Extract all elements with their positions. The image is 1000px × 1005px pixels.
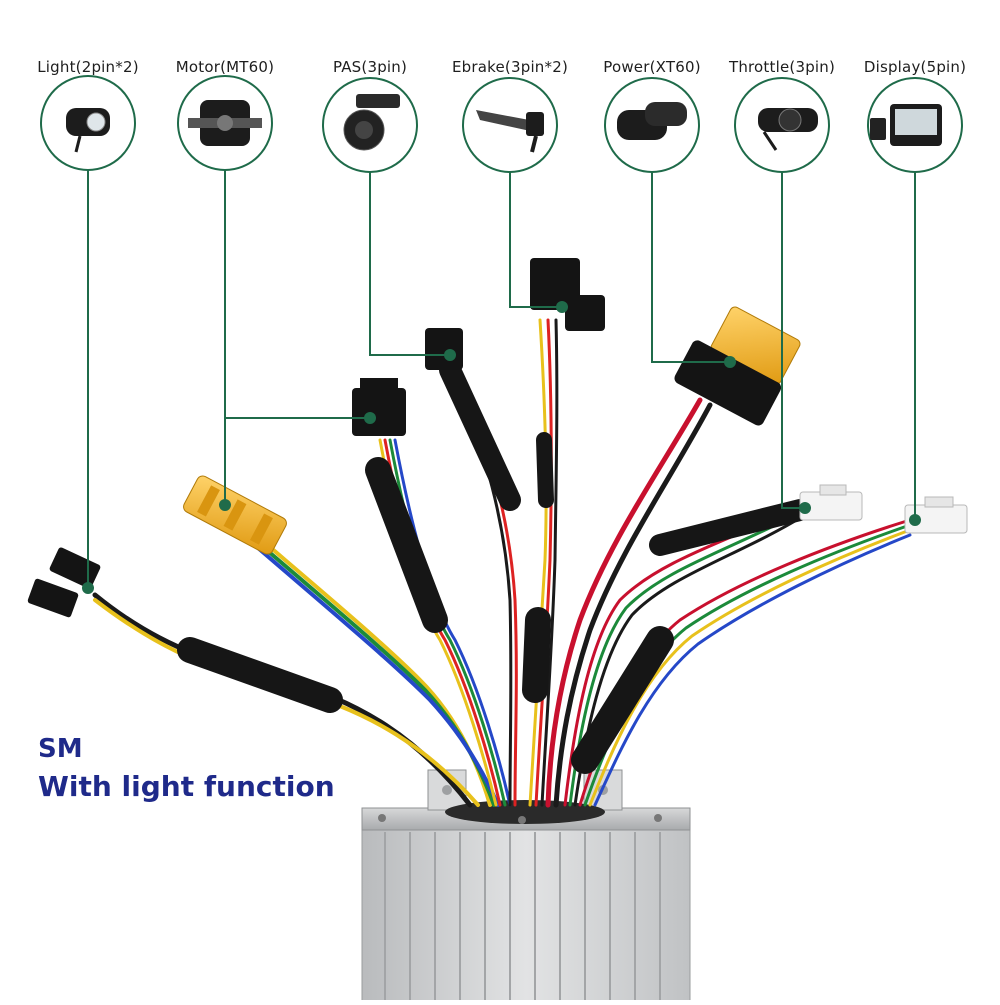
leader-dots [82,301,921,594]
brake-lever-icon [476,110,544,153]
throttle-connector [799,484,863,521]
heat-shrink-sleeves [177,359,811,774]
label-throttle: Throttle(3pin) [728,58,836,76]
label-display: Display(5pin) [863,58,967,76]
pas-connector [425,328,463,370]
wire-harness [92,318,912,808]
hub-motor-icon [188,100,262,146]
label-pas: PAS(3pin) [332,58,408,76]
label-power: Power(XT60) [603,58,701,76]
ebrake-connector [530,258,605,331]
label-ebrake: Ebrake(3pin*2) [451,58,569,76]
thumb-throttle-icon [758,108,818,151]
pas-sensor-icon [343,94,400,151]
lcd-display-icon [870,104,942,146]
controller-box [361,769,691,1005]
caption-model: SM [38,734,83,764]
light-connector [27,547,101,618]
battery-icon [617,102,687,140]
label-motor: Motor(MT60) [175,58,275,76]
headlight-icon [66,108,110,153]
leader-lines [87,170,916,588]
label-light: Light(2pin*2) [37,58,139,76]
display-connector [904,496,968,534]
caption-function: With light function [38,770,335,803]
hall-connector [352,378,406,436]
motor-connector [183,475,287,555]
